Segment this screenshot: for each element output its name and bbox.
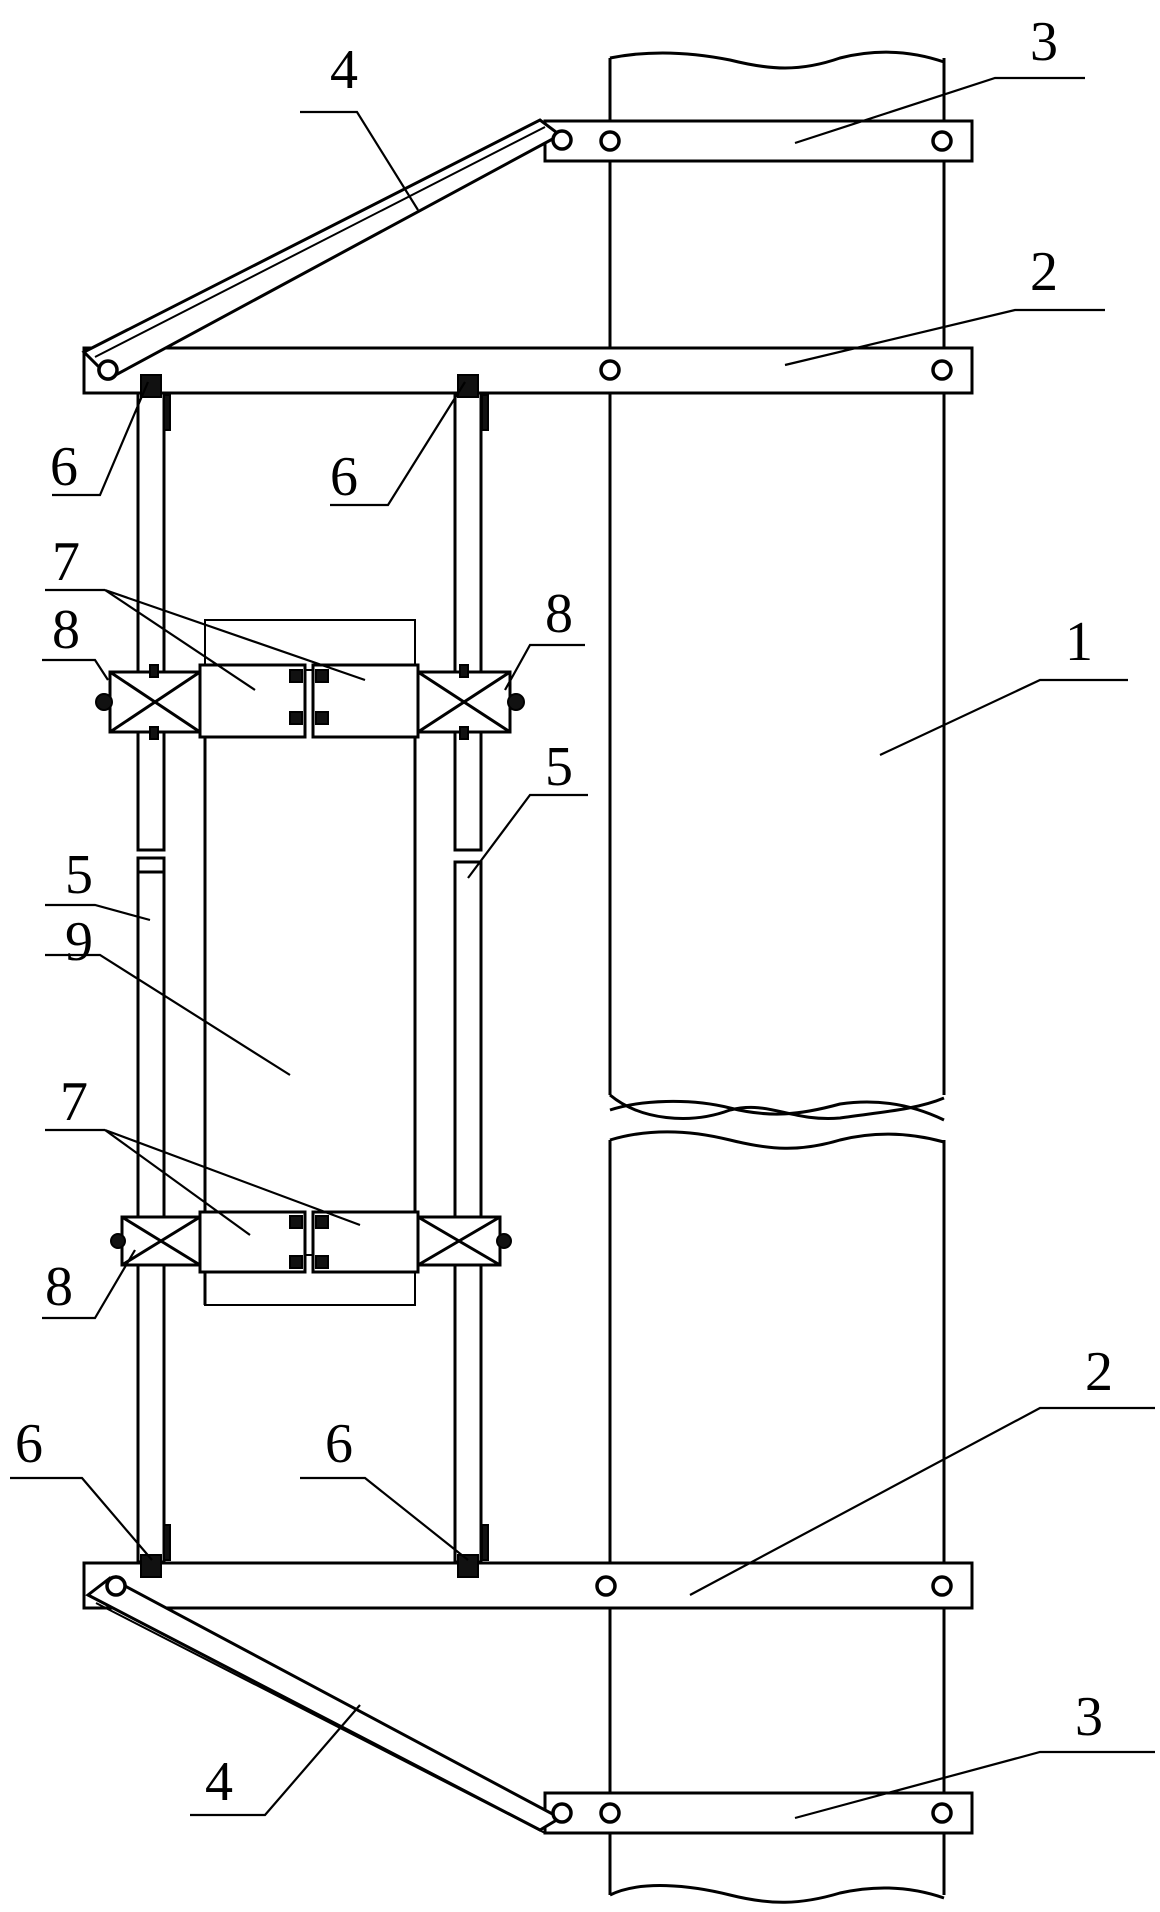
clamp-top bbox=[545, 121, 972, 161]
label-joint-bottom-right: 6 bbox=[325, 1413, 353, 1475]
rail-left bbox=[138, 385, 164, 1562]
roller-upper-left bbox=[96, 665, 200, 739]
label-roller-upper-left: 8 bbox=[52, 599, 80, 661]
brace-top bbox=[84, 120, 571, 379]
label-pipe: 1 bbox=[1065, 611, 1093, 673]
brace-bottom bbox=[88, 1577, 571, 1833]
label-hoop-bottom: 2 bbox=[1085, 1341, 1113, 1403]
label-hoop-top: 2 bbox=[1030, 241, 1058, 303]
label-brace-bottom: 4 bbox=[205, 1751, 233, 1813]
label-roller-upper-right: 8 bbox=[545, 583, 573, 645]
label-rail-right: 5 bbox=[545, 736, 573, 798]
roller-lower-left bbox=[111, 1217, 200, 1265]
hoop-bottom bbox=[84, 1563, 972, 1608]
label-block-lower: 7 bbox=[60, 1071, 88, 1133]
label-brace-top: 4 bbox=[330, 39, 358, 101]
block-lower bbox=[200, 1212, 418, 1272]
clamp-bottom bbox=[545, 1793, 972, 1833]
roller-lower-right bbox=[418, 1217, 511, 1265]
label-block-upper: 7 bbox=[52, 531, 80, 593]
label-panel: 9 bbox=[65, 911, 93, 973]
label-roller-lower-left: 8 bbox=[45, 1256, 73, 1318]
hoop-top bbox=[84, 348, 972, 393]
label-joint-bottom-left: 6 bbox=[15, 1413, 43, 1475]
label-joint-top-right: 6 bbox=[330, 446, 358, 508]
label-joint-top-left: 6 bbox=[50, 436, 78, 498]
rail-right bbox=[455, 385, 481, 1562]
label-clamp-bottom: 3 bbox=[1075, 1686, 1103, 1748]
label-rail-left: 5 bbox=[65, 844, 93, 906]
label-clamp-top: 3 bbox=[1030, 11, 1058, 73]
pipe bbox=[610, 52, 944, 1902]
roller-upper-right bbox=[418, 665, 524, 739]
